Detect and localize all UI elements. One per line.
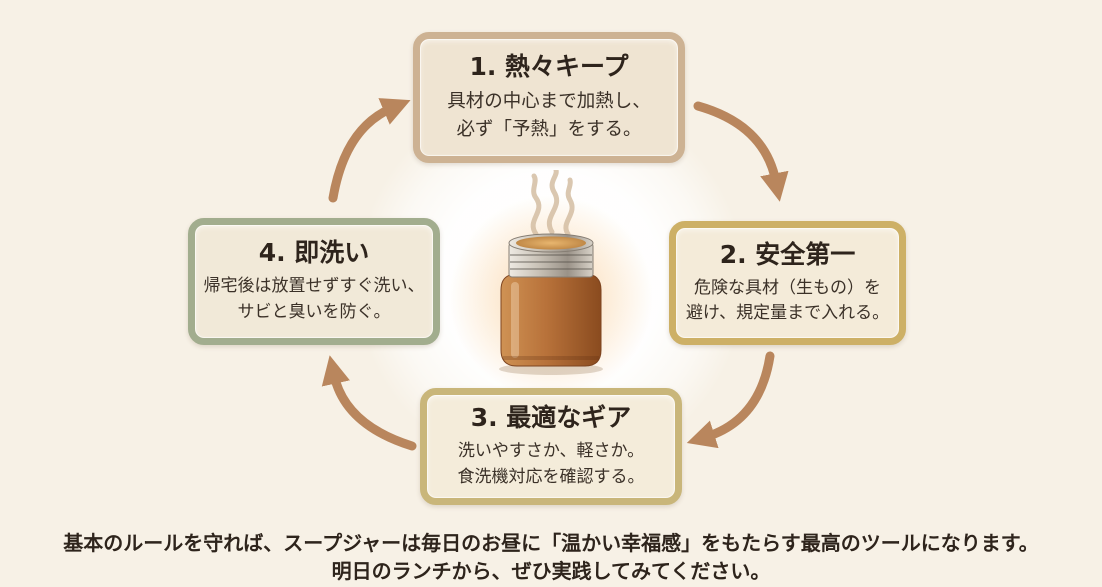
step-card-1: 1. 熱々キープ 具材の中心まで加熱し、 必ず「予熱」をする。 [413,32,685,163]
step-title: 1. 熱々キープ [469,51,629,81]
step-title: 3. 最適なギア [470,403,632,432]
arrow-step-3-to-4 [321,355,417,451]
lid-ribs [510,254,592,270]
step-text-line: 帰宅後は放置せずすぐ洗い、 [203,276,425,296]
step-title: 2. 安全第一 [719,239,856,269]
arrow-step-2-to-3 [686,351,775,449]
step-card-3: 3. 最適なギア 洗いやすさか、軽さか。 食洗機対応を確認する。 [420,388,682,505]
step-text-line: 食洗機対応を確認する。 [457,466,645,487]
step-text-line: サビと臭いを防ぐ。 [237,301,391,322]
summary-line-2: 明日のランチから、ぜひ実践してみてください。 [331,559,771,583]
step-text-line: 具材の中心まで加熱し、 [447,90,651,112]
step-title: 4. 即洗い [258,238,370,267]
arrow-step-4-to-1 [328,98,411,203]
jar-highlight [511,282,519,358]
summary-text: 基本のルールを守れば、スープジャーは毎日のお昼に「温かい幸福感」をもたらす最高の… [0,529,1102,585]
step-card-4: 4. 即洗い 帰宅後は放置せずすぐ洗い、 サビと臭いを防ぐ。 [188,218,440,345]
jar-bottom-band [503,356,599,360]
arrow-step-1-to-2 [693,101,789,202]
steam-icon [530,170,575,237]
step-text-line: 危険な具材（生もの）を [694,277,881,298]
step-text-line: 必ず「予熱」をする。 [456,118,642,140]
step-card-2: 2. 安全第一 危険な具材（生もの）を 避け、規定量まで入れる。 [669,221,906,345]
soup-jar-icon [499,170,603,375]
soup-surface [516,236,586,250]
summary-line-1: 基本のルールを守れば、スープジャーは毎日のお昼に「温かい幸福感」をもたらす最高の… [63,531,1039,555]
step-text-line: 洗いやすさか、軽さか。 [457,441,645,461]
step-text-line: 避け、規定量まで入れる。 [685,303,890,323]
